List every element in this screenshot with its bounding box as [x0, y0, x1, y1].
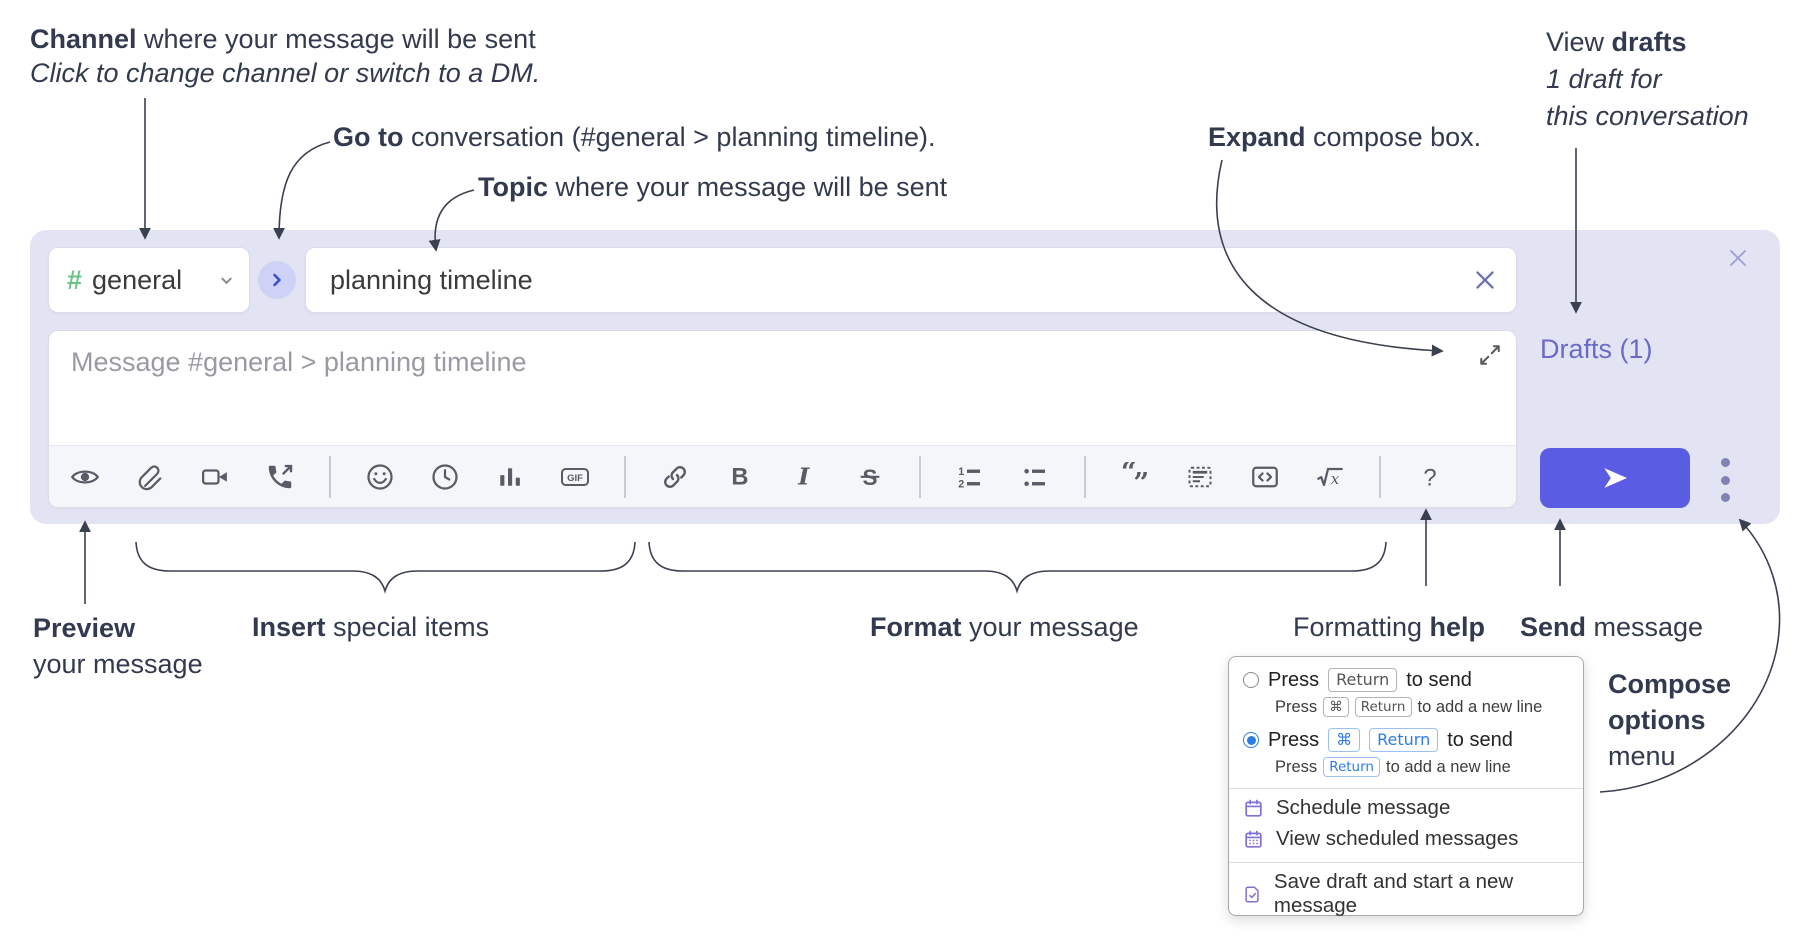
compose-options-popup: Press Return to send Press ⌘ Return to a…: [1228, 656, 1584, 918]
attach-paperclip-icon[interactable]: [134, 461, 166, 493]
annotation-channel-line1: Channel where your message will be sent: [30, 24, 536, 54]
annotation-go-to: Go to conversation (#general > planning …: [333, 122, 936, 152]
topic-input[interactable]: [306, 248, 1516, 312]
annotation-insert: Insert special items: [252, 612, 490, 642]
popup-divider: [1229, 862, 1583, 863]
toolbar-divider: [919, 455, 921, 498]
annotation-formatting-help: Formatting help: [1293, 612, 1486, 642]
radio-selected-icon[interactable]: [1243, 732, 1259, 748]
compose-box: # general Drafts (1): [30, 230, 1780, 524]
popup-divider: [1229, 788, 1583, 789]
message-input[interactable]: [49, 331, 1516, 445]
link-icon[interactable]: [659, 461, 691, 493]
overflow-dot-icon: [1720, 458, 1730, 467]
bold-icon[interactable]: B: [724, 461, 756, 493]
audio-call-icon[interactable]: [264, 461, 296, 493]
svg-text:1: 1: [958, 466, 964, 478]
key-cmd: ⌘: [1328, 728, 1361, 752]
video-call-icon[interactable]: [199, 461, 231, 493]
svg-text:”: ”: [1133, 467, 1149, 492]
send-shortcut-option-1-sub: Press ⌘ Return to add a new line: [1275, 697, 1543, 717]
poll-icon[interactable]: [494, 461, 526, 493]
key-return: Return: [1369, 728, 1439, 752]
help-icon[interactable]: ?: [1414, 461, 1446, 493]
key-cmd: ⌘: [1323, 697, 1349, 717]
toolbar-divider: [329, 455, 331, 498]
svg-text:2: 2: [958, 478, 964, 490]
key-return: Return: [1328, 668, 1398, 692]
send-shortcut-option-1[interactable]: Press Return to send: [1243, 668, 1571, 692]
channel-name: general: [92, 264, 183, 295]
send-button[interactable]: [1540, 448, 1690, 508]
radio-unselected-icon[interactable]: [1243, 672, 1259, 688]
channel-hash-icon: #: [67, 264, 83, 295]
math-icon[interactable]: x: [1314, 461, 1346, 493]
annotation-channel-line2: Click to change channel or switch to a D…: [30, 58, 541, 88]
clear-topic-icon[interactable]: [1470, 265, 1500, 295]
send-plane-icon: [1604, 468, 1627, 488]
time-icon[interactable]: [429, 461, 461, 493]
toolbar-divider: [624, 455, 626, 498]
svg-text:?: ?: [1423, 464, 1436, 491]
send-shortcut-option-2[interactable]: Press ⌘ Return to send: [1243, 728, 1571, 752]
svg-text:I: I: [797, 462, 810, 490]
arrow-go-to: [273, 141, 331, 240]
bulleted-list-icon[interactable]: [1019, 461, 1051, 493]
message-box: GIF B I S 12: [48, 330, 1517, 508]
svg-text:B: B: [731, 463, 748, 490]
calendar-list-icon: [1245, 830, 1262, 848]
spoiler-icon[interactable]: [1184, 461, 1216, 493]
brace-format: [648, 541, 1387, 594]
go-to-conversation-button[interactable]: [258, 261, 296, 299]
italic-icon[interactable]: I: [789, 461, 821, 493]
key-return: Return: [1354, 697, 1412, 717]
expand-compose-icon[interactable]: [1478, 343, 1502, 367]
strikethrough-icon[interactable]: S: [854, 461, 886, 493]
menu-item-schedule-message[interactable]: Schedule message: [1229, 789, 1583, 820]
annotation-view-drafts: View drafts 1 draft for this conversatio…: [1546, 27, 1749, 131]
toolbar-divider: [1379, 455, 1381, 498]
overflow-dot-icon: [1720, 475, 1730, 485]
annotation-preview: Preview your message: [33, 613, 203, 679]
svg-text:GIF: GIF: [567, 473, 583, 484]
draft-file-icon: [1245, 886, 1259, 902]
drafts-link[interactable]: Drafts (1): [1540, 334, 1653, 364]
topic-field-container: [305, 247, 1517, 313]
preview-eye-icon[interactable]: [69, 461, 101, 493]
annotation-channel: Channel where your message will be sent …: [30, 22, 540, 90]
annotation-compose-options: Compose options menu: [1608, 669, 1732, 771]
annotation-send: Send message: [1520, 612, 1704, 642]
toolbar-divider: [1084, 455, 1086, 498]
quote-icon[interactable]: “”: [1119, 461, 1151, 493]
close-compose-icon[interactable]: [1724, 244, 1752, 272]
chevron-right-icon: [273, 273, 281, 287]
brace-insert: [135, 541, 636, 594]
gif-icon[interactable]: GIF: [559, 461, 591, 493]
compose-options-menu-button[interactable]: [1716, 458, 1734, 502]
menu-item-save-draft[interactable]: Save draft and start a new message: [1229, 863, 1583, 918]
emoji-icon[interactable]: [364, 461, 396, 493]
send-shortcut-option-2-sub: Press Return to add a new line: [1275, 757, 1511, 777]
svg-text:x: x: [1331, 470, 1340, 488]
channel-selector[interactable]: # general: [48, 247, 250, 313]
chevron-down-icon: [218, 272, 235, 289]
key-return: Return: [1323, 757, 1380, 777]
svg-text:“: “: [1121, 462, 1137, 488]
calendar-icon: [1245, 799, 1262, 817]
annotation-format: Format your message: [870, 612, 1139, 642]
code-icon[interactable]: [1249, 461, 1281, 493]
compose-toolbar: GIF B I S 12: [49, 445, 1516, 507]
menu-item-view-scheduled[interactable]: View scheduled messages: [1229, 820, 1583, 851]
overflow-dot-icon: [1720, 493, 1730, 502]
annotation-expand: Expand compose box.: [1208, 122, 1482, 152]
annotation-topic: Topic where your message will be sent: [478, 172, 948, 202]
